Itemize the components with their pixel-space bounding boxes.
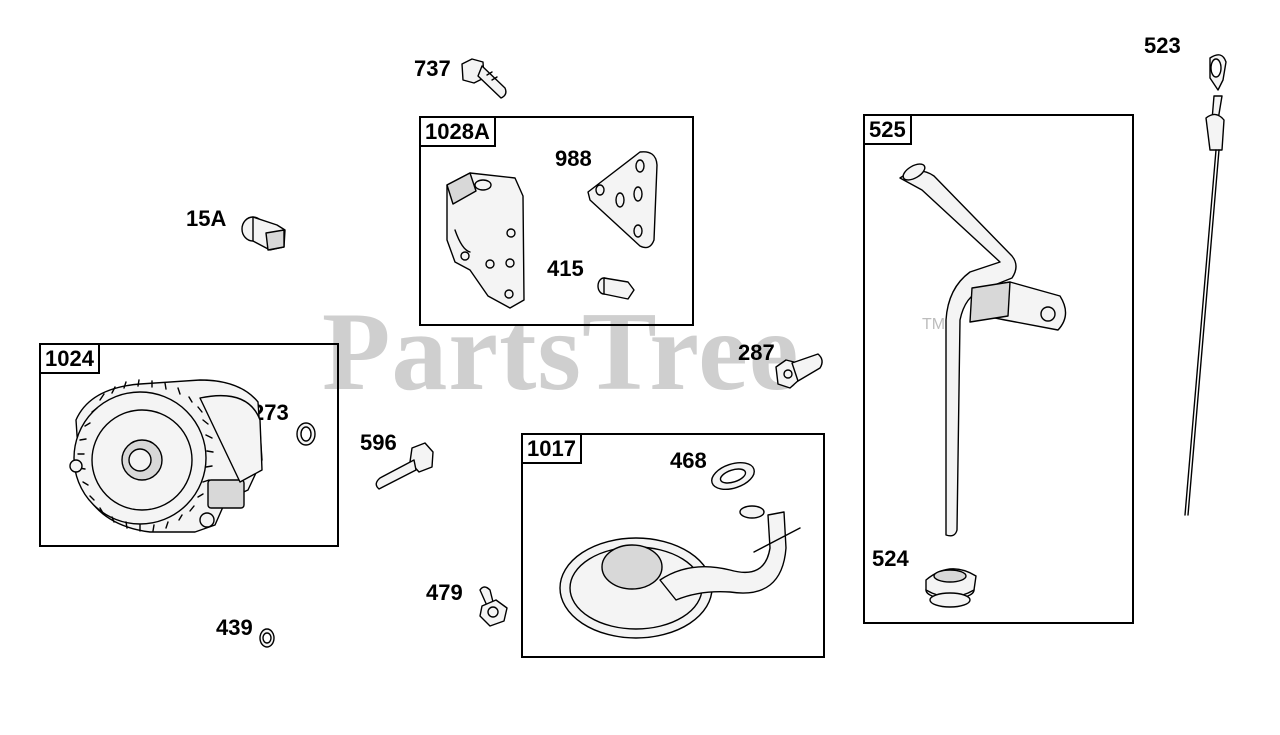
callout-15a[interactable]: 15A: [186, 206, 227, 231]
part-box-label: 1024: [39, 343, 100, 374]
part-box-525[interactable]: 525: [863, 114, 1134, 624]
washer-468-icon: [711, 462, 755, 490]
callout-439[interactable]: 439: [216, 615, 253, 640]
dipstick-tube-525-icon: [899, 163, 1067, 537]
dipstick-523-icon: [1184, 54, 1227, 516]
part-box-1024[interactable]: 1024: [39, 343, 339, 547]
gasket-988-icon: [587, 151, 658, 249]
callout-523[interactable]: 523: [1144, 33, 1181, 58]
o-ring-273-icon: [296, 422, 316, 446]
bracket-1028a-icon: [446, 172, 525, 309]
watermark-text: PartsTree: [322, 290, 800, 414]
part-box-label: 1017: [521, 433, 582, 464]
callout-273[interactable]: 273: [252, 400, 289, 425]
bolt-737-icon: [461, 58, 507, 99]
nut-287-icon: [775, 353, 823, 389]
bolt-479-icon: [479, 586, 508, 627]
callout-479[interactable]: 479: [426, 580, 463, 605]
callout-596[interactable]: 596: [360, 430, 397, 455]
part-box-1017[interactable]: 1017: [521, 433, 825, 658]
grommet-524-icon: [925, 568, 977, 608]
watermark-trademark: TM: [922, 316, 946, 333]
bolt-596-icon: [375, 442, 434, 490]
callout-415[interactable]: 415: [547, 256, 584, 281]
oil-pickup-1017-icon: [559, 505, 801, 639]
part-box-label: 525: [863, 114, 912, 145]
part-box-1028a[interactable]: 1028A: [419, 116, 694, 326]
oil-pump-1024-icon: [69, 379, 263, 533]
pin-415-icon: [597, 277, 635, 300]
o-ring-439-icon: [259, 628, 275, 648]
callout-988[interactable]: 988: [555, 146, 592, 171]
callout-737[interactable]: 737: [414, 56, 451, 81]
callout-468[interactable]: 468: [670, 448, 707, 473]
plug-15a-icon: [241, 216, 286, 251]
part-box-label: 1028A: [419, 116, 496, 147]
callout-287[interactable]: 287: [738, 340, 775, 365]
callout-524[interactable]: 524: [872, 546, 909, 571]
